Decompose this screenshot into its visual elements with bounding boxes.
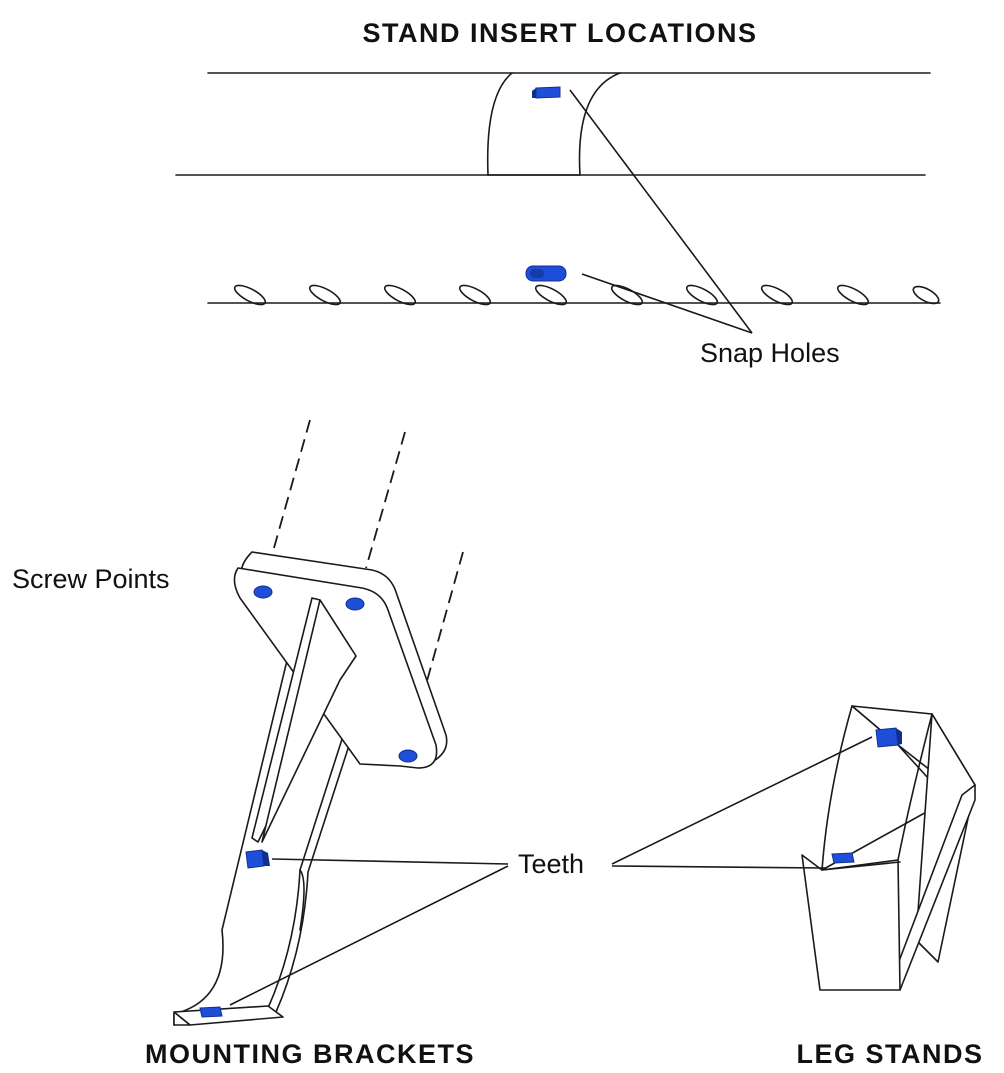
title-stand-insert-locations: STAND INSERT LOCATIONS — [363, 18, 758, 48]
snap-hole-bottom — [525, 265, 567, 282]
tooth-bracket-upper — [245, 849, 270, 869]
slot-hole-row — [233, 284, 940, 306]
tooth-bracket-foot — [199, 1006, 223, 1018]
teeth-callout: Teeth — [229, 736, 873, 1006]
teeth-label: Teeth — [518, 849, 584, 879]
screw-points-label: Screw Points — [12, 564, 170, 594]
insert-slot-row — [207, 265, 941, 306]
title-leg-stands: LEG STANDS — [796, 1039, 983, 1069]
tooth-leg-lower — [831, 852, 855, 864]
snap-holes-label: Snap Holes — [700, 338, 840, 368]
title-mounting-brackets: MOUNTING BRACKETS — [145, 1039, 475, 1069]
leg-stand — [801, 705, 976, 991]
snap-holes-callout: Snap Holes — [569, 89, 840, 368]
tooth-leg-upper — [875, 727, 902, 748]
insert-top-view — [175, 72, 931, 176]
screw-point-1 — [253, 585, 273, 599]
mounting-bracket — [173, 419, 464, 1026]
screw-point-3 — [398, 749, 418, 763]
screw-point-2 — [345, 597, 365, 611]
snap-hole-top — [532, 86, 561, 99]
